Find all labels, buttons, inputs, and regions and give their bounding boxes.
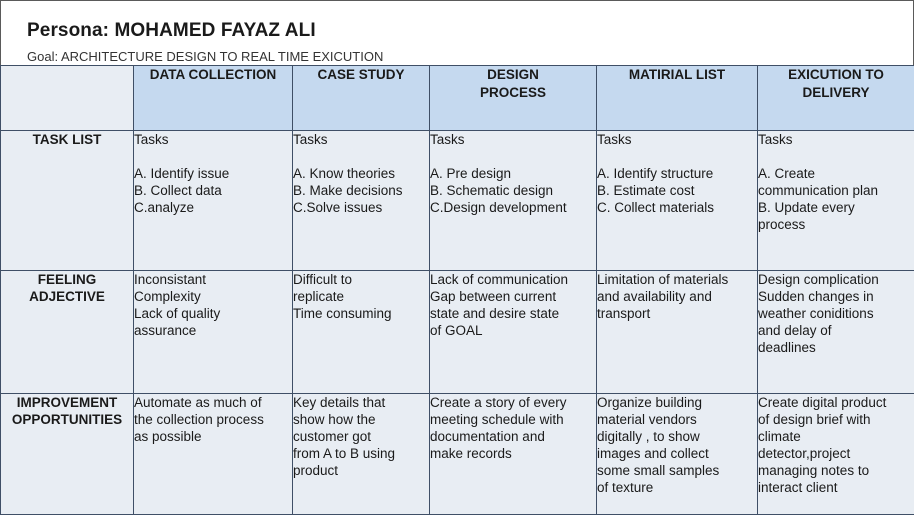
row-header-feeling-adjective: FEELING ADJECTIVE: [1, 271, 134, 394]
column-header-material-list: MATIRIAL LIST: [597, 66, 758, 131]
column-header-data-collection: DATA COLLECTION: [134, 66, 293, 131]
task-cell-data-collection: Tasks A. Identify issue B. Collect data …: [134, 131, 293, 271]
feeling-adjective-row: FEELING ADJECTIVE Inconsistant Complexit…: [1, 271, 914, 394]
row-header-task-list: TASK LIST: [1, 131, 134, 271]
task-cell-execution: Tasks A. Create communication plan B. Up…: [758, 131, 914, 271]
feeling-cell-execution: Design complication Sudden changes in we…: [758, 271, 914, 394]
task-cell-material-list: Tasks A. Identify structure B. Estimate …: [597, 131, 758, 271]
task-cell-case-study: Tasks A. Know theories B. Make decisions…: [293, 131, 430, 271]
feeling-cell-data-collection: Inconsistant Complexity Lack of quality …: [134, 271, 293, 394]
feeling-cell-case-study: Difficult to replicate Time consuming: [293, 271, 430, 394]
improvement-opportunities-row: IMPROVEMENT OPPORTUNITIES Automate as mu…: [1, 394, 914, 515]
improvement-cell-design-process: Create a story of every meeting schedule…: [430, 394, 597, 515]
improvement-cell-execution: Create digital product of design brief w…: [758, 394, 914, 515]
corner-cell: [1, 66, 134, 131]
column-header-execution-to-delivery: EXICUTION TO DELIVERY: [758, 66, 914, 131]
header-row: DATA COLLECTION CASE STUDY DESIGN PROCES…: [1, 66, 914, 131]
task-list-row: TASK LIST Tasks A. Identify issue B. Col…: [1, 131, 914, 271]
improvement-cell-material-list: Organize building material vendors digit…: [597, 394, 758, 515]
column-header-design-process: DESIGN PROCESS: [430, 66, 597, 131]
row-header-improvement-opportunities: IMPROVEMENT OPPORTUNITIES: [1, 394, 134, 515]
goal-subtitle: Goal: ARCHITECTURE DESIGN TO REAL TIME E…: [27, 49, 383, 64]
feeling-cell-material-list: Limitation of materials and availability…: [597, 271, 758, 394]
task-cell-design-process: Tasks A. Pre design B. Schematic design …: [430, 131, 597, 271]
improvement-cell-case-study: Key details that show how the customer g…: [293, 394, 430, 515]
persona-title: Persona: MOHAMED FAYAZ ALI: [27, 20, 316, 42]
column-header-case-study: CASE STUDY: [293, 66, 430, 131]
improvement-cell-data-collection: Automate as much of the collection proce…: [134, 394, 293, 515]
feeling-cell-design-process: Lack of communication Gap between curren…: [430, 271, 597, 394]
journey-map-table: DATA COLLECTION CASE STUDY DESIGN PROCES…: [0, 65, 914, 515]
